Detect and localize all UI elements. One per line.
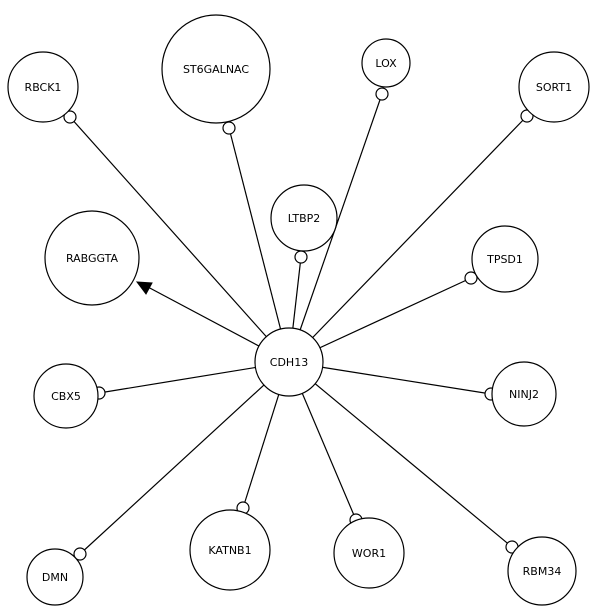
node-cdh13-label: CDH13 <box>270 356 308 369</box>
node-rbm34[interactable]: RBM34 <box>507 536 577 606</box>
node-tpsd1-label: TPSD1 <box>486 253 523 266</box>
edge-rbck1 <box>69 116 290 363</box>
node-dmn-label: DMN <box>42 571 68 584</box>
edge-end-lox <box>375 87 389 101</box>
node-ninj2-label: NINJ2 <box>509 388 539 401</box>
node-katnb1-circle <box>189 509 271 591</box>
node-cdh13-circle <box>254 327 324 397</box>
node-wor1[interactable]: WOR1 <box>333 517 405 589</box>
edge-end-rbck1 <box>63 110 77 124</box>
node-cbx5-circle <box>33 363 99 429</box>
node-sort1-circle <box>518 51 590 123</box>
node-dmn[interactable]: DMN <box>26 548 84 606</box>
node-cbx5[interactable]: CBX5 <box>33 363 99 429</box>
edge-end-dmn <box>73 547 87 561</box>
node-wor1-circle <box>333 517 405 589</box>
node-ltbp2-label: LTBP2 <box>288 212 321 225</box>
node-lox[interactable]: LOX <box>361 38 411 88</box>
edge-sort1 <box>288 115 528 363</box>
node-rbck1-label: RBCK1 <box>25 81 62 94</box>
node-rabggta-circle <box>44 210 140 306</box>
node-katnb1[interactable]: KATNB1 <box>189 509 271 591</box>
node-dmn-circle <box>26 548 84 606</box>
node-rabggta[interactable]: RABGGTA <box>44 210 140 306</box>
node-ltbp2[interactable]: LTBP2 <box>270 184 338 252</box>
node-lox-circle <box>361 38 411 88</box>
edges <box>63 87 534 561</box>
arrow-head-rabggta <box>135 281 153 295</box>
edge-rbm34 <box>288 361 513 548</box>
node-katnb1-label: KATNB1 <box>208 544 251 557</box>
node-sort1-label: SORT1 <box>536 81 572 94</box>
node-rbck1-circle <box>7 51 79 123</box>
node-rbm34-circle <box>507 536 577 606</box>
node-st6galnac[interactable]: ST6GALNAC <box>161 14 271 124</box>
node-rbm34-label: RBM34 <box>523 565 562 578</box>
node-cbx5-label: CBX5 <box>51 390 81 403</box>
edge-end-ltbp2 <box>294 250 308 264</box>
node-ltbp2-circle <box>270 184 338 252</box>
edge-end-tpsd1 <box>464 271 478 285</box>
nodes: CDH13 RBCK1 ST6GALNAC LOX SORT1 LTBP2 RA… <box>7 14 590 606</box>
edge-st6galnac <box>228 127 290 363</box>
node-rabggta-label: RABGGTA <box>66 252 119 265</box>
node-sort1[interactable]: SORT1 <box>518 51 590 123</box>
node-st6galnac-label: ST6GALNAC <box>183 63 249 76</box>
node-lox-label: LOX <box>375 57 397 70</box>
node-st6galnac-circle <box>161 14 271 124</box>
node-wor1-label: WOR1 <box>352 547 386 560</box>
node-ninj2[interactable]: NINJ2 <box>491 361 557 427</box>
edge-dmn <box>79 361 290 555</box>
node-tpsd1-circle <box>471 225 539 293</box>
node-tpsd1[interactable]: TPSD1 <box>471 225 539 293</box>
node-ninj2-circle <box>491 361 557 427</box>
edge-end-st6galnac <box>222 121 236 135</box>
node-rbck1[interactable]: RBCK1 <box>7 51 79 123</box>
node-cdh13[interactable]: CDH13 <box>254 327 324 397</box>
